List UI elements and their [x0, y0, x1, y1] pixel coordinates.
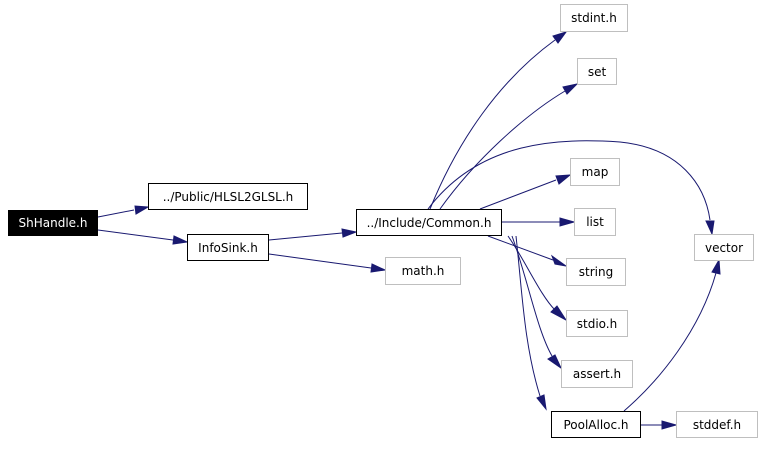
- node-string: string: [566, 258, 626, 286]
- arrowhead-common-string: [550, 254, 567, 267]
- edge-poolalloc-vector: [623, 272, 717, 412]
- arrowhead-infosink-math: [370, 263, 387, 273]
- node-vector: vector: [694, 234, 754, 261]
- edge-shhandle-infosink: [97, 229, 174, 241]
- arrowhead-common-assert: [547, 354, 563, 370]
- node-hlsl2glsl[interactable]: ../Public/HLSL2GLSL.h: [148, 183, 308, 210]
- edge-common-set: [439, 90, 566, 210]
- node-stdio: stdio.h: [566, 310, 628, 337]
- node-assert: assert.h: [561, 360, 633, 388]
- edge-common-stdio: [507, 235, 556, 311]
- node-shhandle: ShHandle.h: [8, 210, 98, 236]
- edge-common-map: [479, 179, 557, 210]
- arrowhead-shhandle-hlsl2glsl: [134, 205, 150, 215]
- node-map: map: [570, 158, 620, 186]
- node-infosink[interactable]: InfoSink.h: [187, 234, 269, 261]
- arrowhead-common-list: [559, 217, 576, 227]
- arrowhead-shhandle-infosink: [172, 235, 189, 245]
- edge-common-vector: [427, 140, 711, 221]
- edge-shhandle-hlsl2glsl: [97, 209, 135, 218]
- node-math: math.h: [385, 257, 461, 285]
- node-common[interactable]: ../Include/Common.h: [356, 209, 502, 236]
- arrowhead-poolalloc-stddef: [661, 420, 678, 430]
- node-stddef: stddef.h: [676, 411, 758, 438]
- arrowhead-common-poolalloc: [536, 394, 547, 411]
- edge-infosink-math: [268, 253, 372, 269]
- arrowhead-common-vector: [705, 220, 715, 236]
- node-list: list: [574, 208, 616, 236]
- edge-common-string: [487, 235, 554, 261]
- edge-common-poolalloc: [515, 235, 541, 397]
- arrowhead-common-set: [562, 83, 579, 95]
- arrowhead-common-stdint: [552, 31, 568, 44]
- arrowhead-common-stdio: [550, 305, 568, 322]
- edge-infosink-common: [268, 232, 343, 241]
- node-stdint: stdint.h: [560, 4, 628, 32]
- edge-common-stdint: [429, 39, 556, 210]
- arrowhead-infosink-common: [341, 228, 358, 238]
- arrowhead-poolalloc-vector: [711, 258, 721, 275]
- node-set: set: [577, 58, 617, 85]
- arrowhead-common-map: [555, 174, 572, 185]
- node-poolalloc[interactable]: PoolAlloc.h: [551, 411, 641, 438]
